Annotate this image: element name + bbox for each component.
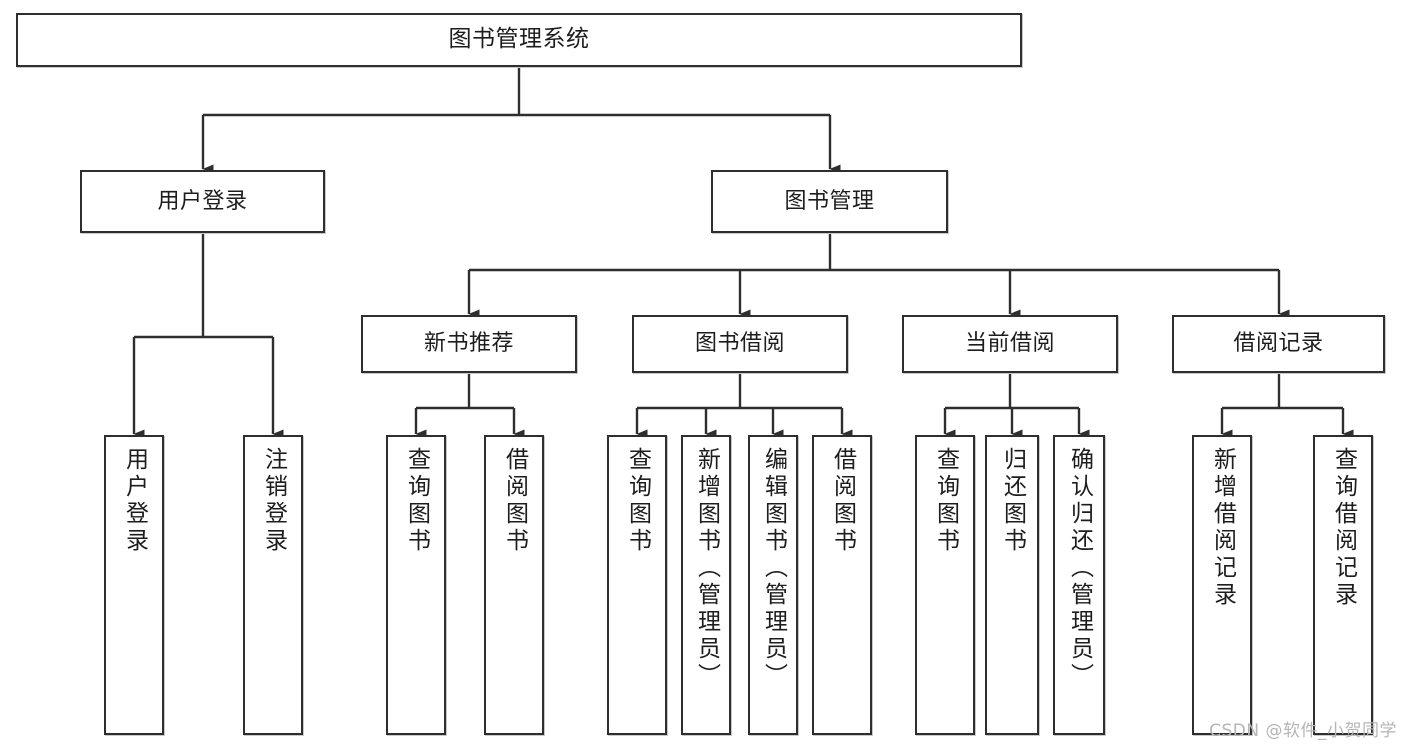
- node-label: 查询图书: [624, 447, 651, 555]
- node-label: 查询借阅记录: [1330, 447, 1357, 609]
- node-label: 图书管理: [784, 188, 875, 214]
- node-l-nb-query[interactable]: 查询图书: [386, 435, 446, 735]
- node-bookmgmt[interactable]: 图书管理: [711, 170, 948, 233]
- node-label: 注销登录: [260, 447, 287, 555]
- node-label: 当前借阅: [964, 331, 1055, 357]
- node-label: 编辑图书（管理员）: [760, 447, 787, 690]
- node-label: 图书管理系统: [448, 26, 590, 53]
- node-label: 借阅记录: [1233, 331, 1324, 357]
- node-label: 用户登录: [121, 447, 148, 555]
- node-label: 图书借阅: [694, 331, 785, 357]
- node-label: 查询图书: [932, 447, 959, 555]
- node-label: 查询图书: [403, 447, 430, 555]
- node-borrow[interactable]: 图书借阅: [632, 315, 848, 373]
- node-label: 确认归还（管理员）: [1066, 447, 1093, 690]
- watermark-label: CSDN @软件_小贺同学: [1209, 721, 1397, 741]
- node-root[interactable]: 图书管理系统: [16, 13, 1022, 67]
- node-l-cu-return[interactable]: 归还图书: [985, 435, 1039, 735]
- node-l-bw-query[interactable]: 查询图书: [607, 435, 667, 735]
- node-login[interactable]: 用户登录: [80, 170, 325, 233]
- node-newbook[interactable]: 新书推荐: [361, 315, 577, 373]
- node-label: 借阅图书: [829, 447, 856, 555]
- node-l-bw-add[interactable]: 新增图书（管理员）: [681, 435, 731, 735]
- node-current[interactable]: 当前借阅: [902, 315, 1118, 373]
- node-l-rc-query[interactable]: 查询借阅记录: [1313, 435, 1373, 735]
- node-label: 新增图书（管理员）: [693, 447, 720, 690]
- node-label: 新增借阅记录: [1209, 447, 1236, 609]
- node-label: 借阅图书: [501, 447, 528, 555]
- node-label: 归还图书: [999, 447, 1026, 555]
- node-l-cu-query[interactable]: 查询图书: [915, 435, 975, 735]
- node-l-nb-borrow[interactable]: 借阅图书: [484, 435, 544, 735]
- node-label: 用户登录: [157, 188, 248, 214]
- node-label: 新书推荐: [423, 331, 514, 357]
- node-l-login[interactable]: 用户登录: [104, 435, 164, 735]
- node-l-bw-edit[interactable]: 编辑图书（管理员）: [748, 435, 798, 735]
- node-l-bw-borrow[interactable]: 借阅图书: [812, 435, 872, 735]
- edges-group: [132, 67, 1354, 439]
- node-l-rc-add[interactable]: 新增借阅记录: [1192, 435, 1252, 735]
- node-l-cu-confirm[interactable]: 确认归还（管理员）: [1053, 435, 1105, 735]
- node-records[interactable]: 借阅记录: [1172, 315, 1385, 373]
- node-l-logout[interactable]: 注销登录: [243, 435, 303, 735]
